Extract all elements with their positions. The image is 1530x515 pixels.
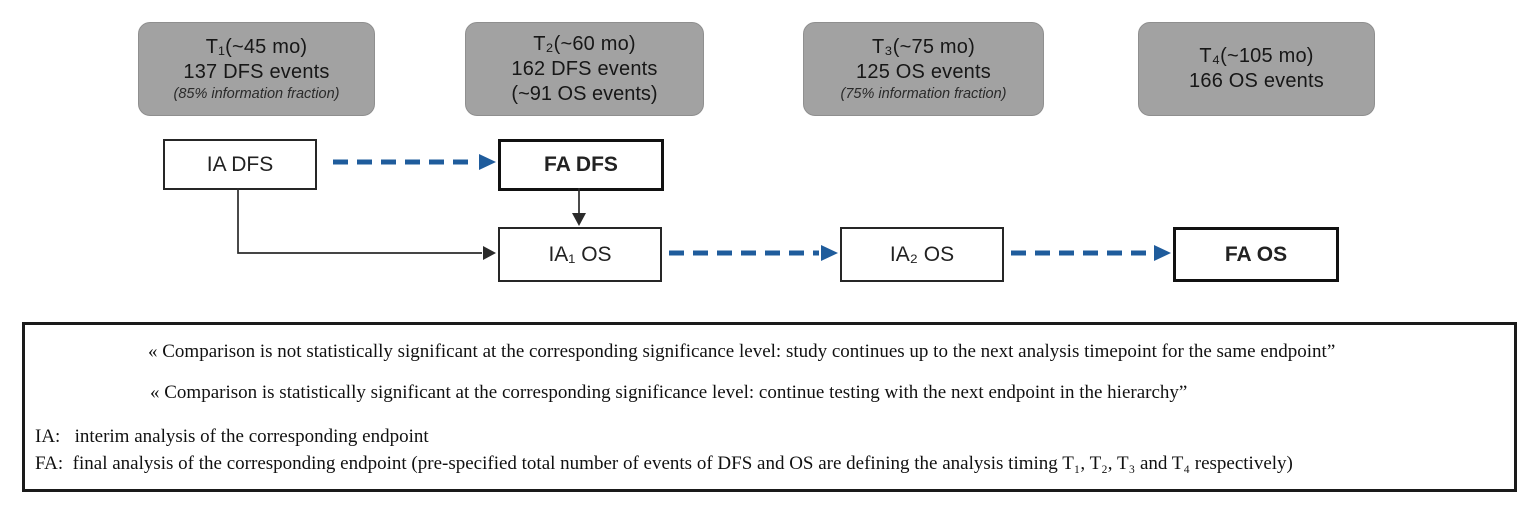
- arrow-ia-dfs-to-ia1-os: [237, 188, 496, 260]
- timepoint-t3-box: T₃(~75 mo) 125 OS events (75% informatio…: [803, 22, 1044, 116]
- timepoint-t4-title: T₄(~105 mo): [1199, 45, 1314, 67]
- legend-box: « Comparison is not statistically signif…: [22, 322, 1517, 492]
- timepoint-t2-title: T₂(~60 mo): [533, 32, 636, 55]
- node-fa-dfs: FA DFS: [498, 139, 664, 191]
- arrow-ia1-os-to-ia2-os: [669, 245, 838, 261]
- timepoint-t4-events: 166 OS events: [1189, 70, 1324, 92]
- node-fa-os: FA OS: [1173, 227, 1339, 282]
- timepoint-t1-fraction: (85% information fraction): [173, 85, 340, 102]
- timepoint-t2-os-events: (~91 OS events): [511, 82, 658, 105]
- timepoint-t2-box: T₂(~60 mo) 162 DFS events (~91 OS events…: [465, 22, 704, 116]
- legend-fa-definition: FA: final analysis of the corresponding …: [35, 453, 1293, 474]
- arrow-ia-dfs-to-fa-dfs: [333, 154, 496, 170]
- node-ia2-os: IA₂ OS: [840, 227, 1004, 282]
- arrow-ia2-os-to-fa-os: [1011, 245, 1171, 261]
- legend-ia-definition: IA: interim analysis of the correspondin…: [35, 426, 429, 447]
- node-ia-dfs: IA DFS: [163, 139, 317, 190]
- legend-solid-arrow-text: « Comparison is statistically significan…: [150, 382, 1188, 403]
- timepoint-t1-events: 137 DFS events: [183, 60, 330, 83]
- timepoint-t2-events: 162 DFS events: [511, 57, 658, 80]
- timepoint-t3-title: T₃(~75 mo): [872, 35, 975, 58]
- timepoint-t1-box: T₁(~45 mo) 137 DFS events (85% informati…: [138, 22, 375, 116]
- legend-dashed-arrow-text: « Comparison is not statistically signif…: [148, 341, 1336, 362]
- timepoint-t1-title: T₁(~45 mo): [205, 35, 308, 58]
- node-ia1-os: IA₁ OS: [498, 227, 662, 282]
- timepoint-t3-events: 125 OS events: [856, 60, 991, 83]
- arrow-fa-dfs-to-ia1-os: [572, 188, 586, 226]
- timepoint-t3-fraction: (75% information fraction): [840, 85, 1007, 102]
- timepoint-t4-box: T₄(~105 mo) 166 OS events: [1138, 22, 1375, 116]
